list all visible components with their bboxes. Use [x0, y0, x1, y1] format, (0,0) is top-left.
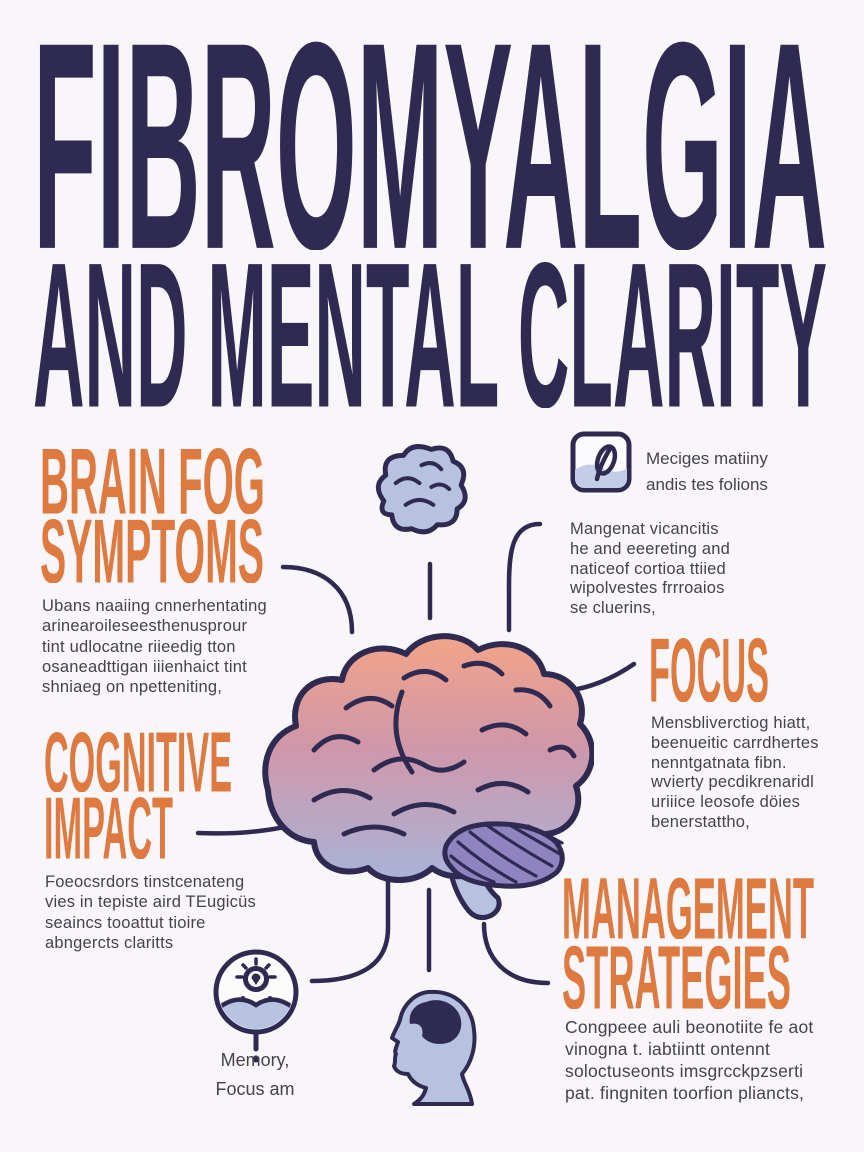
management-heading-text-1: MANAGEMENT: [562, 876, 814, 939]
connector-brain-to-management: [481, 921, 551, 986]
small-brain-folds: [393, 461, 452, 507]
focus-heading: FOCUS: [649, 636, 769, 702]
title-text-1: FIBROMYALGIA: [33, 36, 827, 250]
title-text-2: AND MENTAL CLARITY: [33, 258, 827, 408]
page-title-line1: FIBROMYALGIA: [33, 36, 827, 250]
management-heading-text-2: STRATEGIES: [562, 944, 791, 1009]
cognitive-body: Foeocsrdors tinstcenateng vies in tepist…: [45, 873, 256, 952]
management-heading-line2: STRATEGIES: [562, 944, 791, 1009]
hill-dot-left: [241, 996, 245, 1000]
cognitive-heading-line2: IMPACT: [44, 795, 173, 859]
icon-wave-shape: [575, 464, 627, 488]
connector-brainfog-to-brain: [280, 564, 355, 635]
management-heading-line1: MANAGEMENT: [562, 876, 814, 939]
head-inner-brain: [409, 1000, 462, 1044]
cognitive-heading-text-2: IMPACT: [44, 795, 173, 859]
intro-body: Mangenat vicancitis he and eeereting and…: [570, 520, 730, 618]
feather-note-icon: [570, 431, 632, 493]
page-title-line2: AND MENTAL CLARITY: [33, 258, 827, 408]
focus-heading-text: FOCUS: [649, 636, 769, 702]
cognitive-heading-text-1: COGNITIVE: [44, 730, 232, 792]
small-brain-icon: [375, 444, 468, 535]
brain-fog-heading-text-1: BRAIN FOG: [40, 446, 265, 514]
cognitive-heading-line1: COGNITIVE: [44, 730, 232, 792]
brain-fog-heading-text-2: SYMPTOMS: [40, 517, 264, 583]
brain-fog-heading-line1: BRAIN FOG: [40, 446, 265, 514]
brain-fog-heading-line2: SYMPTOMS: [40, 517, 264, 583]
icon-stem-dot: [252, 1055, 260, 1063]
brain-cortex: [262, 633, 594, 883]
feather-glyph: [594, 444, 618, 482]
brain-folds: [311, 660, 577, 837]
memory-label: Memory, Focus am: [215, 1050, 295, 1099]
sunrise-circle-icon: [213, 949, 299, 1063]
hill-dot-right: [268, 996, 272, 1000]
sun-rays: [235, 957, 277, 979]
management-body: Congpeee auli beonotiite fe aot vinogna …: [565, 1017, 814, 1104]
connector-intro-to-brain: [506, 521, 543, 633]
head-profile-icon: [390, 989, 477, 1106]
connector-brain-to-memory-icon: [309, 869, 391, 984]
brain-illustration: [262, 633, 594, 921]
brain-fog-body: Ubans naaiing cnnerhentating arinearoile…: [42, 597, 267, 697]
cerebellum-folia: [449, 822, 564, 884]
hills-shape: [219, 997, 293, 1029]
focus-body: Mensbliverctiog hiatt, beenueitic carrdh…: [651, 714, 819, 831]
note-text: Meciges matiiny andis tes folions: [646, 449, 768, 494]
sun-center: [251, 973, 261, 985]
